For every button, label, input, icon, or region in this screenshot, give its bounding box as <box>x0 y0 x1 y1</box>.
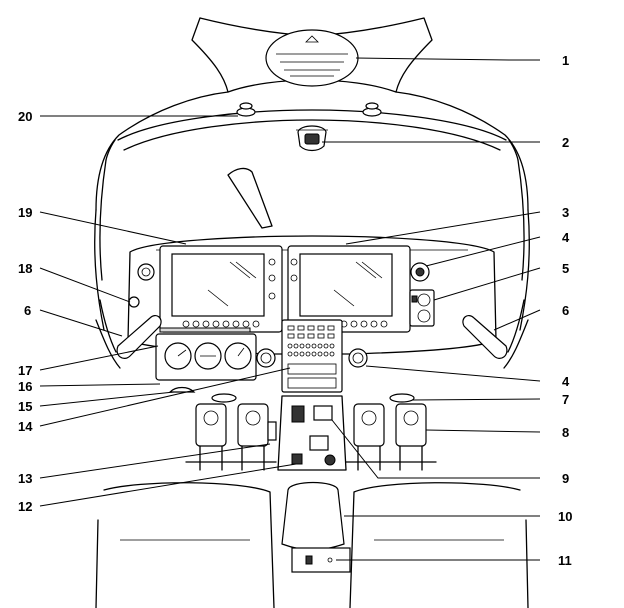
callout-4-lower: 4 <box>562 374 570 389</box>
overhead-light <box>296 125 328 152</box>
callout-13: 13 <box>18 471 32 486</box>
center-console <box>267 395 347 471</box>
callout-19: 19 <box>18 205 32 220</box>
callout-16: 16 <box>18 379 32 394</box>
placard-oval <box>265 29 359 87</box>
center-stack <box>281 319 343 393</box>
callout-20: 20 <box>18 109 32 124</box>
side-stick-right <box>462 299 529 369</box>
seats <box>95 482 529 608</box>
vent-left <box>211 393 237 403</box>
callout-10: 10 <box>558 509 572 524</box>
rudder-pedals <box>185 403 437 471</box>
windshield-post <box>227 167 273 229</box>
mfd-display <box>287 245 411 333</box>
callout-4-upper: 4 <box>562 230 570 245</box>
vent-right <box>389 393 415 403</box>
armrest <box>281 481 345 551</box>
callout-3: 3 <box>562 205 569 220</box>
callout-9: 9 <box>562 471 569 486</box>
callout-15: 15 <box>18 399 32 414</box>
leader-lines <box>39 57 541 561</box>
callout-8: 8 <box>562 425 569 440</box>
callout-11: 11 <box>558 553 572 568</box>
panel-knobs <box>128 262 430 368</box>
callout-1: 1 <box>562 53 569 68</box>
callout-5: 5 <box>562 261 569 276</box>
callout-18: 18 <box>18 261 32 276</box>
callout-12: 12 <box>18 499 32 514</box>
standby-instruments <box>155 327 257 381</box>
overhead-vents <box>236 102 382 117</box>
callout-2: 2 <box>562 135 569 150</box>
pfd-display <box>159 245 283 333</box>
callout-14: 14 <box>18 419 33 434</box>
callout-6-left: 6 <box>24 303 31 318</box>
callout-6-right: 6 <box>562 303 569 318</box>
parking-brake <box>168 386 196 393</box>
callout-7: 7 <box>562 392 569 407</box>
ignition-panel <box>409 289 435 327</box>
callout-labels: 1 2 3 4 5 6 4 7 8 9 10 11 20 19 18 6 17 … <box>18 53 572 568</box>
callout-17: 17 <box>18 363 32 378</box>
